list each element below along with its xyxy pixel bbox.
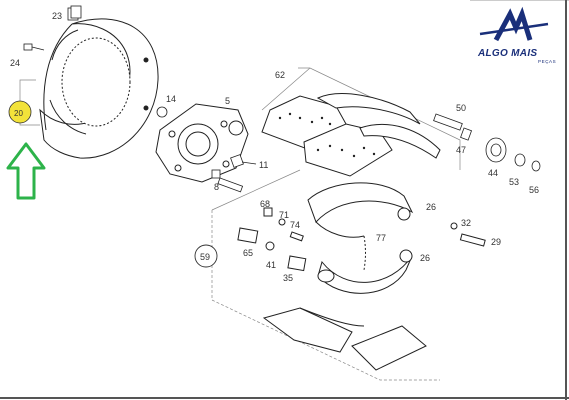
roller-44-bore (490, 143, 502, 157)
label-29: 29 (491, 237, 501, 247)
plate-rivet (143, 105, 149, 111)
algo-mais-logo: ALGO MAIS PEÇAS (477, 6, 556, 64)
label-35: 35 (283, 273, 293, 283)
label-77: 77 (376, 233, 386, 243)
clip-23-shape-back (70, 5, 82, 19)
bracket-link (211, 169, 301, 211)
lower-shoe-assembly (237, 182, 486, 294)
carrier-hole (220, 120, 228, 128)
bolt-11 (230, 154, 257, 168)
label-62: 62 (275, 70, 285, 80)
carrier-hole (168, 130, 176, 138)
shoe-26-upper-edge (315, 221, 365, 238)
label-23: 23 (52, 11, 62, 21)
label-59: 59 (200, 252, 210, 262)
backing-plate-hole (61, 37, 131, 127)
bushing-47 (460, 127, 473, 141)
bolt-8 (211, 169, 244, 193)
carrier-hole (174, 164, 182, 172)
label-65: 65 (243, 248, 253, 258)
label-5: 5 (225, 96, 230, 106)
label-71: 71 (279, 210, 289, 220)
washer-56 (531, 160, 541, 172)
leader-62 (261, 67, 311, 111)
pivot-pin-group (433, 113, 541, 172)
backing-plate (39, 18, 159, 159)
label-47: 47 (456, 145, 466, 155)
label-53: 53 (509, 177, 519, 187)
label-8: 8 (214, 182, 219, 192)
plate-rivet (143, 57, 149, 63)
label-20: 20 (14, 109, 23, 118)
logo-text: ALGO MAIS (477, 48, 537, 59)
shoe-26-lower-eye (399, 249, 413, 263)
bolt-24 (23, 43, 45, 51)
carrier-boss (228, 120, 244, 136)
pin-65 (237, 227, 259, 244)
highlight-badge-20 (8, 100, 32, 124)
logo-subtext: PEÇAS (538, 59, 556, 64)
carrier-hole (222, 160, 230, 168)
bolt-29 (459, 233, 486, 247)
lining-lower-right (351, 325, 427, 371)
green-arrow-icon (6, 142, 46, 200)
shoe-26-upper (307, 182, 414, 223)
brake-shoes-62 (261, 93, 441, 177)
lining-rivets (278, 112, 376, 158)
label-44: 44 (488, 168, 498, 178)
clip-68 (263, 207, 273, 217)
lining-lower-left (262, 307, 353, 353)
shoe-lining-lower-left (303, 123, 393, 177)
label-56: 56 (529, 185, 539, 195)
washer-53 (514, 153, 526, 167)
label-26-lower: 26 (420, 253, 430, 263)
lower-linings (262, 307, 427, 371)
bolt-11-leader (241, 161, 257, 165)
backing-plate-edge (43, 23, 73, 131)
bolt-74 (289, 231, 304, 242)
label-11: 11 (259, 160, 268, 170)
label-41: 41 (266, 260, 276, 270)
washer-14 (156, 106, 168, 118)
clip-23 (67, 5, 82, 21)
roller-lower (317, 269, 335, 283)
label-26-upper: 26 (426, 202, 436, 212)
label-14: 14 (166, 94, 176, 104)
part-71 (278, 218, 286, 226)
label-74: 74 (290, 220, 300, 230)
bolt-24-head (23, 43, 33, 51)
bolt-11-head (230, 154, 244, 168)
backing-plate-rib-lower (49, 99, 87, 135)
lining-edge (299, 307, 365, 327)
carrier-bore-inner (185, 131, 211, 157)
shoe-web-upper (316, 93, 421, 125)
label-50: 50 (456, 103, 466, 113)
washer-32 (450, 222, 458, 230)
logo-swoosh-icon (479, 22, 549, 36)
backing-plate-rib (51, 29, 79, 61)
bolt-8-head (211, 169, 221, 179)
bushing-35 (287, 255, 307, 272)
carrier-5 (155, 103, 249, 183)
spring-77 (363, 235, 366, 271)
label-68: 68 (260, 199, 270, 209)
bolt-24-shaft (31, 46, 45, 51)
backing-plate-outer (39, 18, 159, 159)
pin-50 (433, 113, 463, 131)
shoe-26-upper-eye (397, 207, 411, 221)
callout-59-circle (194, 244, 218, 268)
shoe-web-lower (359, 124, 441, 159)
part-labels: 23 24 20 62 14 5 11 8 50 47 44 53 56 68 … (10, 11, 539, 283)
bolt-8-shaft (217, 177, 244, 193)
label-32: 32 (461, 218, 471, 228)
washer-41 (265, 241, 275, 251)
label-24: 24 (10, 58, 20, 68)
